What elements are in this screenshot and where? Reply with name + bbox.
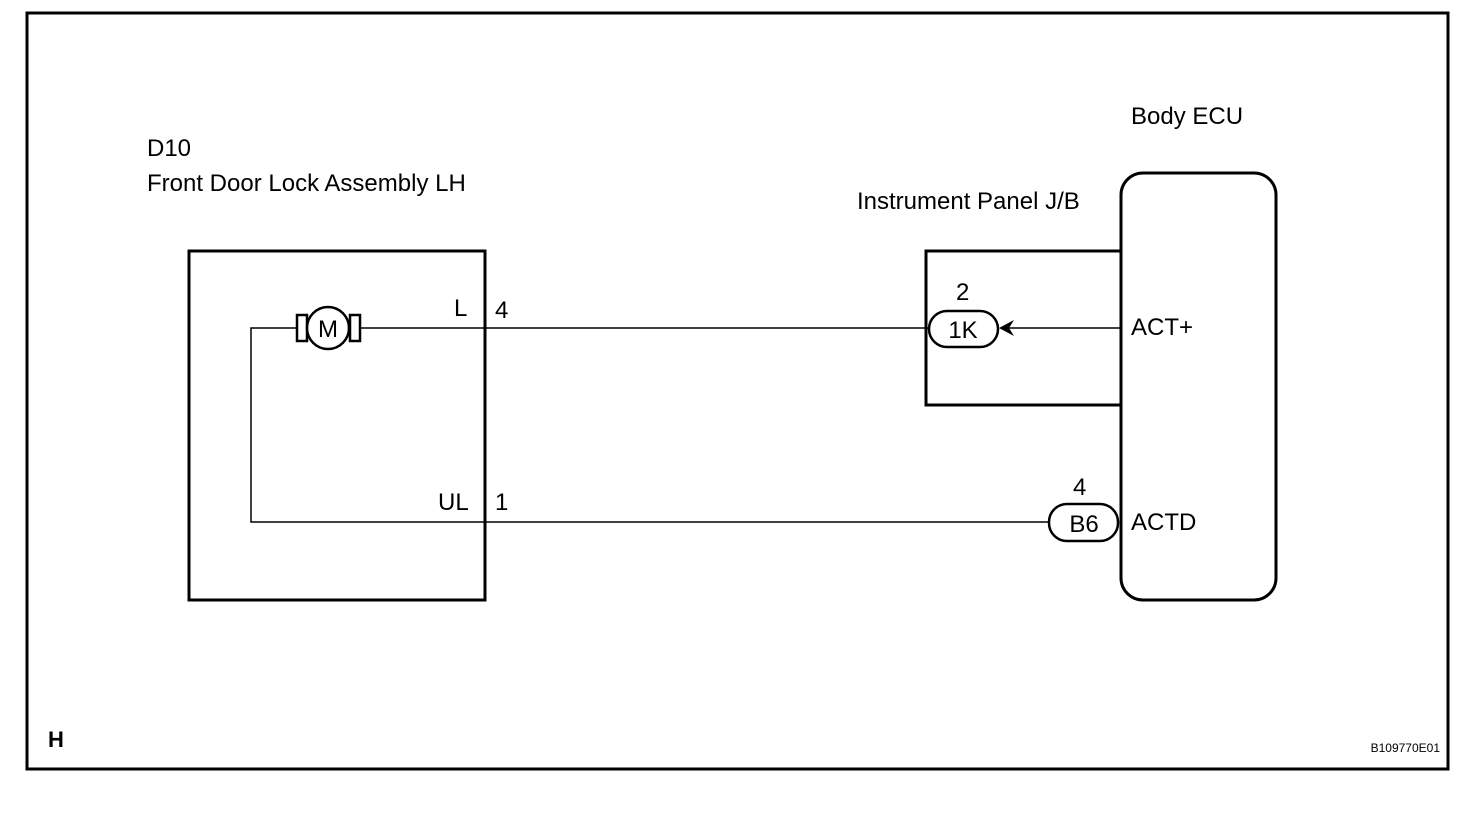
connector-1k bbox=[927, 309, 1000, 349]
connector-b6-pin: 4 bbox=[1073, 474, 1086, 501]
motor-label: M bbox=[318, 316, 338, 343]
ecu-terminal-actd: ACTD bbox=[1131, 509, 1196, 536]
motor-symbol: M bbox=[295, 305, 362, 351]
terminal-ul-name: UL bbox=[438, 489, 469, 516]
body-ecu-box bbox=[1119, 171, 1278, 602]
junction-arrow-icon bbox=[999, 320, 1014, 336]
connector-b6 bbox=[1047, 502, 1120, 543]
terminal-ul-pin: 1 bbox=[495, 489, 508, 516]
terminal-l-pin: 4 bbox=[495, 297, 508, 324]
junction-block-name: Instrument Panel J/B bbox=[857, 188, 1080, 215]
door-lock-connector-id: D10 bbox=[147, 135, 191, 162]
door-lock-name: Front Door Lock Assembly LH bbox=[147, 170, 466, 197]
door-lock-assembly-box bbox=[187, 249, 487, 602]
connector-b6-label: B6 bbox=[1069, 511, 1098, 538]
connector-1k-label: 1K bbox=[948, 317, 977, 344]
connector-1k-pin: 2 bbox=[956, 279, 969, 306]
figure-code: B109770E01 bbox=[1371, 741, 1441, 755]
corner-letter: H bbox=[48, 727, 64, 752]
ecu-name: Body ECU bbox=[1131, 103, 1243, 130]
internal-wire-loop bbox=[250, 327, 485, 523]
diagram-frame bbox=[25, 11, 1450, 771]
terminal-l-name: L bbox=[454, 295, 467, 322]
junction-block-box bbox=[924, 249, 1121, 407]
ecu-terminal-act-plus: ACT+ bbox=[1131, 314, 1193, 341]
